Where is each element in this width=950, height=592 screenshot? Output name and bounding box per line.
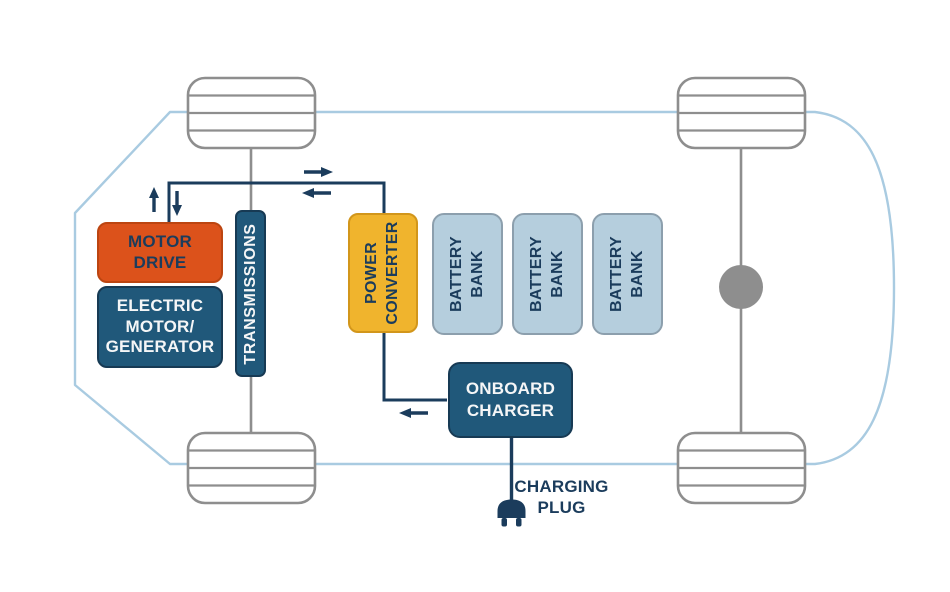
battery-bank-label-3: BATTERY BANK (607, 236, 646, 312)
car-body-outline (73, 110, 896, 466)
right-arrow-icon (304, 167, 333, 177)
onboard-charger-label: ONBOARD CHARGER (465, 378, 556, 420)
battery-bank-label-1: BATTERY BANK (447, 236, 486, 312)
battery-bank-label-2: BATTERY BANK (527, 236, 566, 312)
wheel-rear-top (676, 76, 807, 150)
motor-drive-box: MOTOR DRIVE (97, 222, 223, 283)
power-converter-label: POWER CONVERTER (363, 221, 401, 325)
transmissions-box: TRANSMISSIONS (235, 210, 266, 377)
power-converter-box: POWER CONVERTER (348, 213, 418, 333)
charging-plug-icon (497, 499, 526, 527)
charging-plug-label: CHARGING PLUG (514, 477, 609, 518)
electric-motor-generator-label: ELECTRIC MOTOR/ GENERATOR (105, 295, 215, 357)
battery-bank-box-3: BATTERY BANK (592, 213, 663, 335)
wheel-front-bottom (186, 431, 317, 505)
onboard-charger-box: ONBOARD CHARGER (448, 362, 573, 438)
left-arrow-charger-icon (399, 408, 428, 418)
motor-to-converter-line (167, 181, 386, 222)
transmissions-label: TRANSMISSIONS (241, 222, 259, 365)
wheel-front-top (186, 76, 317, 150)
battery-bank-box-2: BATTERY BANK (512, 213, 583, 335)
battery-bank-box-1: BATTERY BANK (432, 213, 503, 335)
down-arrow-icon (172, 191, 182, 216)
electric-motor-generator-box: ELECTRIC MOTOR/ GENERATOR (97, 286, 223, 368)
motor-drive-label: MOTOR DRIVE (128, 231, 192, 272)
converter-to-charger-line (382, 332, 447, 402)
wheel-rear-bottom (676, 431, 807, 505)
differential-circle (719, 265, 763, 309)
left-arrow-icon (302, 188, 331, 198)
up-arrow-icon (149, 187, 159, 212)
